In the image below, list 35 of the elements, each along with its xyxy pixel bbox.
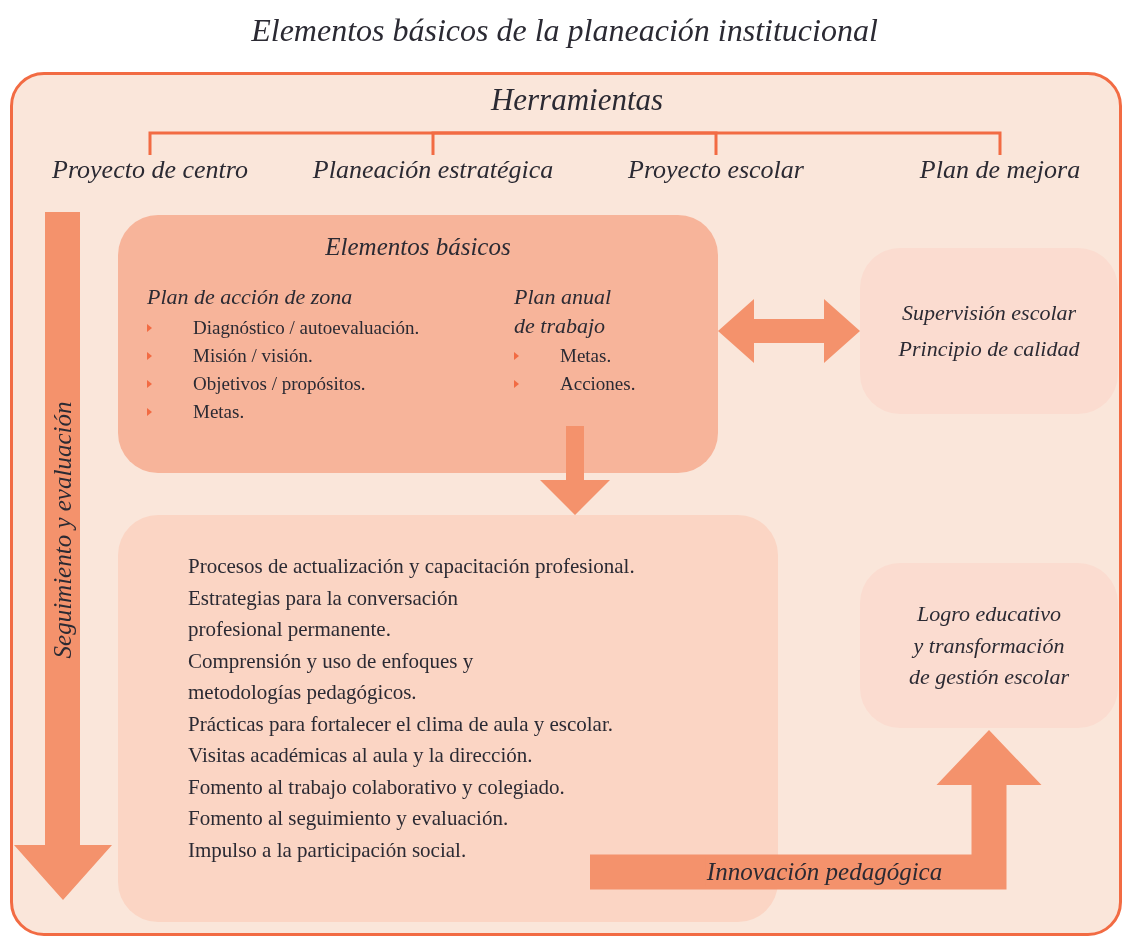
list-item: Estrategias para la conversación profesional permanente. [188,584,459,643]
list-item: Fomento al seguimiento y evaluación. [188,805,510,832]
bullet-text: Acciones. [560,373,636,396]
diagram-title: Elementos básicos de la planeación institucional [250,12,879,49]
box-text: Supervisión escolar [901,299,1077,328]
tool-label: Planeación estratégica [293,155,573,191]
bullet-text: Metas. [193,400,245,423]
block-arrow [540,426,610,515]
list-item: Impulso a la participación social. [188,836,468,864]
list-item: Fomento al trabajo colaborativo y colegiado. [188,773,566,801]
tool-label: Proyecto escolar [596,155,836,191]
block-arrow [718,299,860,363]
tool-label: Plan de mejora [890,155,1110,191]
bullet-text: Misión / visión. [193,344,313,367]
section-heading: Herramientas [427,82,727,133]
bullet-text: Diagnóstico / autoevaluación. [193,316,420,339]
box-text: Principio de calidad [898,335,1080,363]
arrow-label: Seguimiento y evaluación [49,401,77,659]
tool-label: Proyecto de centro [25,155,275,191]
outer-panel [10,72,1122,936]
rounded-box [118,215,718,473]
column-heading: Plan de acción de zona [147,283,354,311]
bullet-text: Objetivos / propósitos. [193,372,366,395]
connector-line [577,131,1002,155]
connector-line [431,131,577,155]
bullet-text: Metas. [560,345,612,368]
list-item: Procesos de actualización y capacitación profesional. [188,553,635,580]
box-text: Logro educativo y transformación de gestión escolar [907,599,1071,692]
rounded-box [860,563,1118,728]
list-item: Prácticas para fortalecer el clima de aula y escolar. [188,710,614,738]
list-item: Comprensión y uso de enfoques y metodologías pedagógicos. [188,647,475,706]
list-item: Visitas académicas al aula y la dirección. [188,742,534,769]
column-heading: Plan anual de trabajo [514,283,613,340]
rounded-box [860,248,1118,414]
box-heading: Elementos básicos [324,232,512,262]
